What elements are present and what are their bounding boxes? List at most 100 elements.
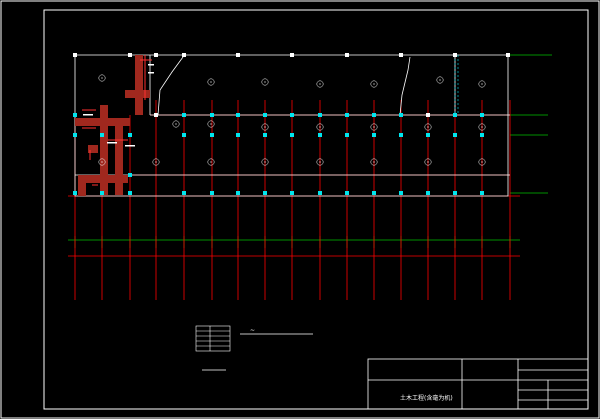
top-column-marker	[290, 53, 294, 57]
column-marker	[210, 133, 214, 137]
column-marker	[128, 191, 132, 195]
room-marker	[207, 158, 215, 166]
room-marker	[172, 120, 180, 128]
room-marker	[316, 158, 324, 166]
room-marker-circle	[424, 123, 432, 131]
room-marker	[152, 158, 160, 166]
column-marker	[128, 173, 132, 177]
room-marker-circle	[316, 80, 324, 88]
room-marker	[370, 123, 378, 131]
top-column-marker	[154, 53, 158, 57]
room-marker-circle	[436, 76, 444, 84]
room-marker	[261, 123, 269, 131]
room-marker	[478, 80, 486, 88]
column-marker	[210, 113, 214, 117]
top-column-marker	[453, 53, 457, 57]
column-marker	[480, 191, 484, 195]
room-marker-circle	[98, 74, 106, 82]
column-marker	[100, 191, 104, 195]
room-marker	[478, 123, 486, 131]
column-marker	[128, 133, 132, 137]
column-marker	[236, 133, 240, 137]
column-marker	[73, 191, 77, 195]
beam-annotations	[82, 55, 152, 186]
column-marker	[182, 191, 186, 195]
column-marker	[345, 191, 349, 195]
room-marker	[207, 120, 215, 128]
title-block	[367, 358, 589, 410]
room-marker-circle	[261, 158, 269, 166]
column-marker	[263, 191, 267, 195]
top-column-marker	[426, 113, 430, 117]
room-marker-circle	[172, 120, 180, 128]
room-marker	[261, 78, 269, 86]
room-marker-circle	[370, 158, 378, 166]
column-marker	[345, 113, 349, 117]
top-column-marker	[182, 53, 186, 57]
column-marker	[100, 133, 104, 137]
column-marker	[210, 191, 214, 195]
column-marker	[290, 113, 294, 117]
column-marker	[290, 133, 294, 137]
room-marker	[424, 158, 432, 166]
room-marker-circle	[261, 123, 269, 131]
column-marker	[399, 113, 403, 117]
top-column-marker	[399, 53, 403, 57]
room-marker	[316, 123, 324, 131]
room-marker-circle	[370, 80, 378, 88]
room-marker-circle	[316, 158, 324, 166]
room-marker-circle	[424, 158, 432, 166]
legend-table	[195, 325, 231, 352]
column-marker	[318, 133, 322, 137]
top-column-marker	[236, 53, 240, 57]
column-marker	[290, 191, 294, 195]
room-marker	[316, 80, 324, 88]
room-marker-circle	[478, 158, 486, 166]
room-marker-circle	[478, 123, 486, 131]
column-marker	[372, 113, 376, 117]
dashed-lines	[454, 55, 459, 113]
room-marker-circle	[207, 158, 215, 166]
column-marker	[399, 191, 403, 195]
room-marker-circle	[207, 120, 215, 128]
room-marker-circle	[152, 158, 160, 166]
red-vertical-gridlines	[74, 100, 511, 300]
column-marker	[73, 133, 77, 137]
small-labels	[83, 64, 154, 147]
room-markers	[98, 74, 486, 166]
top-column-marker	[73, 53, 77, 57]
column-marker	[372, 191, 376, 195]
column-marker	[236, 191, 240, 195]
room-marker	[370, 158, 378, 166]
column-marker	[480, 113, 484, 117]
top-column-marker	[154, 113, 158, 117]
room-marker-circle	[316, 123, 324, 131]
column-marker	[236, 113, 240, 117]
room-marker-circle	[261, 78, 269, 86]
beam-elements	[75, 55, 150, 196]
room-marker	[261, 158, 269, 166]
drawing-frame	[43, 9, 589, 410]
column-marker	[345, 133, 349, 137]
room-marker	[424, 123, 432, 131]
legend-symbol: ~	[250, 327, 255, 334]
column-marker	[453, 133, 457, 137]
room-marker-circle	[98, 158, 106, 166]
column-marker	[318, 113, 322, 117]
top-column-markers	[73, 53, 510, 117]
room-marker-circle	[478, 80, 486, 88]
title-block-caption: 土木工程(含毫为机)	[400, 394, 453, 402]
column-marker	[263, 133, 267, 137]
column-marker	[318, 191, 322, 195]
room-marker	[370, 80, 378, 88]
column-marker	[453, 113, 457, 117]
room-marker	[207, 78, 215, 86]
column-marker	[182, 113, 186, 117]
room-marker-circle	[207, 78, 215, 86]
column-marker	[480, 133, 484, 137]
room-marker	[436, 76, 444, 84]
room-marker	[98, 158, 106, 166]
column-marker	[453, 191, 457, 195]
